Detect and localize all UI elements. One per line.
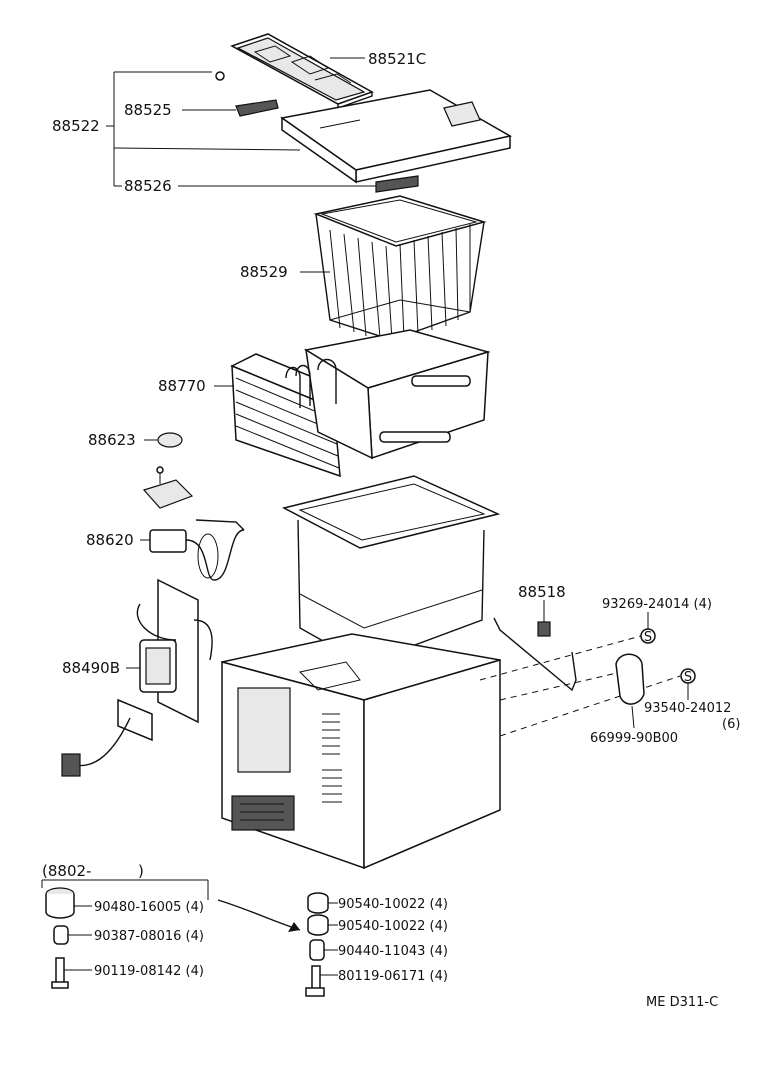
hw-90440[interactable] <box>309 939 325 961</box>
hw-90540b[interactable] <box>307 914 329 936</box>
label-90387: 90387-08016 (4) <box>94 929 204 944</box>
part-lid[interactable] <box>280 89 513 184</box>
part-88770-evaporator[interactable] <box>214 329 491 478</box>
label-88490b: 88490B <box>62 659 120 677</box>
label-90480: 90480-16005 (4) <box>94 900 204 915</box>
sensor-bracket <box>142 479 194 509</box>
bracket-88522 <box>106 71 301 187</box>
part-88518-clip[interactable] <box>537 600 551 637</box>
label-93540: 93540-24012 <box>644 701 731 716</box>
label-66999: 66999-90B00 <box>590 731 678 746</box>
label-88522: 88522 <box>52 117 100 135</box>
screw-icon <box>156 466 164 474</box>
label-88770: 88770 <box>158 377 206 395</box>
hw-80119[interactable] <box>305 965 325 997</box>
part-88525-hinge[interactable] <box>182 99 279 117</box>
hw-90540a[interactable] <box>307 892 329 914</box>
label-90540b: 90540-10022 (4) <box>338 919 448 934</box>
part-88623-sensor[interactable] <box>144 432 183 448</box>
alignment-lines <box>479 633 681 737</box>
part-88526-strip[interactable] <box>178 175 419 193</box>
hw-90480[interactable] <box>45 887 92 919</box>
replacement-arrow <box>217 899 301 931</box>
part-inner-liner[interactable] <box>281 475 501 665</box>
drawing-code: ME D311-C <box>646 995 718 1010</box>
date-group-label: (8802- <box>42 862 91 880</box>
rod-assembly <box>493 617 577 692</box>
part-88490b-power-unit[interactable] <box>61 578 213 777</box>
label-80119: 80119-06171 (4) <box>338 969 448 984</box>
label-90440: 90440-11043 (4) <box>338 944 448 959</box>
label-93540-qty: (6) <box>722 717 740 732</box>
part-88529-basket[interactable] <box>300 195 487 341</box>
label-90119a: 90119-08142 (4) <box>94 964 204 979</box>
label-88529: 88529 <box>240 263 288 281</box>
part-cabinet[interactable] <box>221 633 501 870</box>
label-93269: 93269-24014 (4) <box>602 597 712 612</box>
screw-symbol-label-2: S <box>684 670 692 685</box>
date-group-bracket <box>41 879 209 900</box>
label-88521c: 88521C <box>368 50 426 68</box>
hw-90119a[interactable] <box>51 957 92 989</box>
label-88623: 88623 <box>88 431 136 449</box>
part-66999-cover[interactable] <box>615 653 645 729</box>
date-group-close: ) <box>138 862 144 880</box>
part-88521c-tray[interactable] <box>230 33 374 109</box>
arrow-head-icon <box>288 922 300 932</box>
part-88620-thermostat[interactable] <box>140 519 245 581</box>
small-screw-icon <box>215 71 225 81</box>
screw-symbol-label-1: S <box>644 630 652 645</box>
label-88526: 88526 <box>124 177 172 195</box>
label-88518: 88518 <box>518 583 566 601</box>
label-88525: 88525 <box>124 101 172 119</box>
label-90540a: 90540-10022 (4) <box>338 897 448 912</box>
label-88620: 88620 <box>86 531 134 549</box>
hw-90387[interactable] <box>53 925 92 945</box>
